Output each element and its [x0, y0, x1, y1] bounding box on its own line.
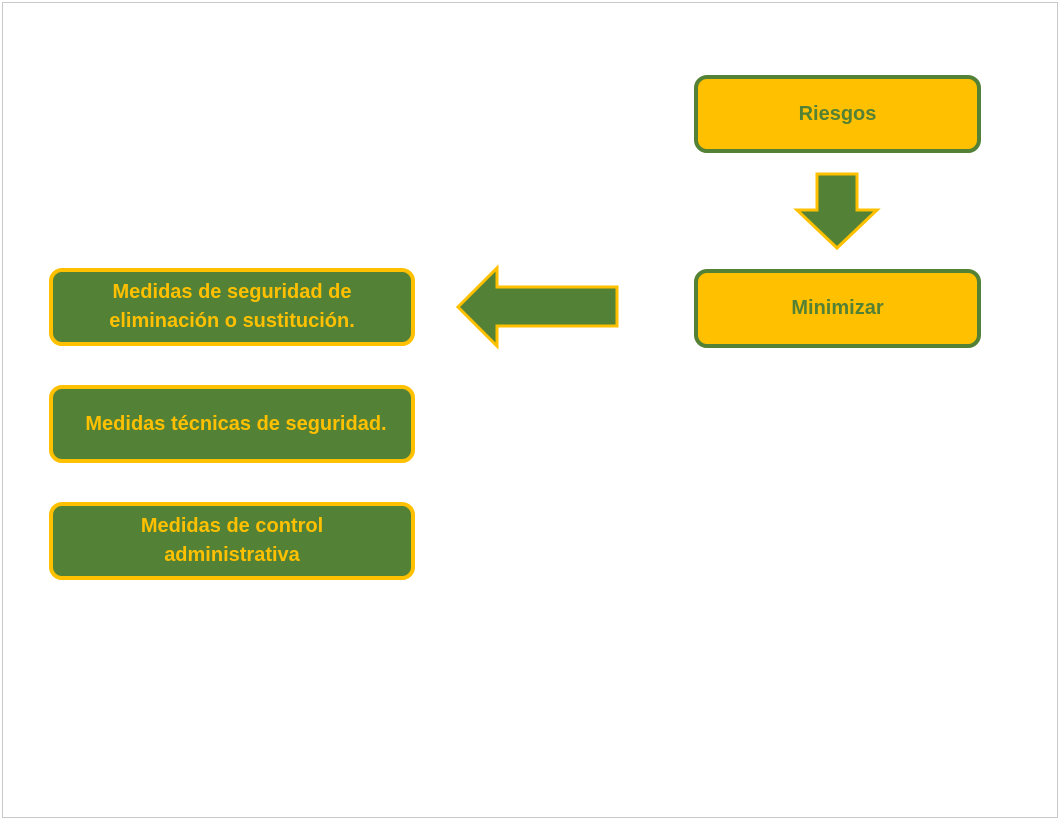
node-riesgos-label: Riesgos — [798, 102, 877, 125]
node-minimizar: Minimizar — [694, 269, 981, 348]
node-riesgos: Riesgos — [694, 75, 981, 153]
node-medidas-control: Medidas de control administrativa — [49, 502, 415, 580]
node-medidas-control-label: Medidas de control administrativa — [140, 515, 324, 566]
node-minimizar-label: Minimizar — [791, 297, 884, 319]
arrow-down-icon — [793, 172, 881, 251]
node-medidas-tecnicas: Medidas técnicas de seguridad. — [49, 385, 415, 463]
node-medidas-eliminacion: Medidas de seguridad de eliminación o su… — [49, 268, 415, 346]
arrow-left-icon — [455, 264, 619, 350]
node-medidas-tecnicas-label: Medidas técnicas de seguridad. — [85, 412, 387, 435]
node-medidas-eliminacion-label: Medidas de seguridad de eliminación o su… — [109, 281, 355, 332]
